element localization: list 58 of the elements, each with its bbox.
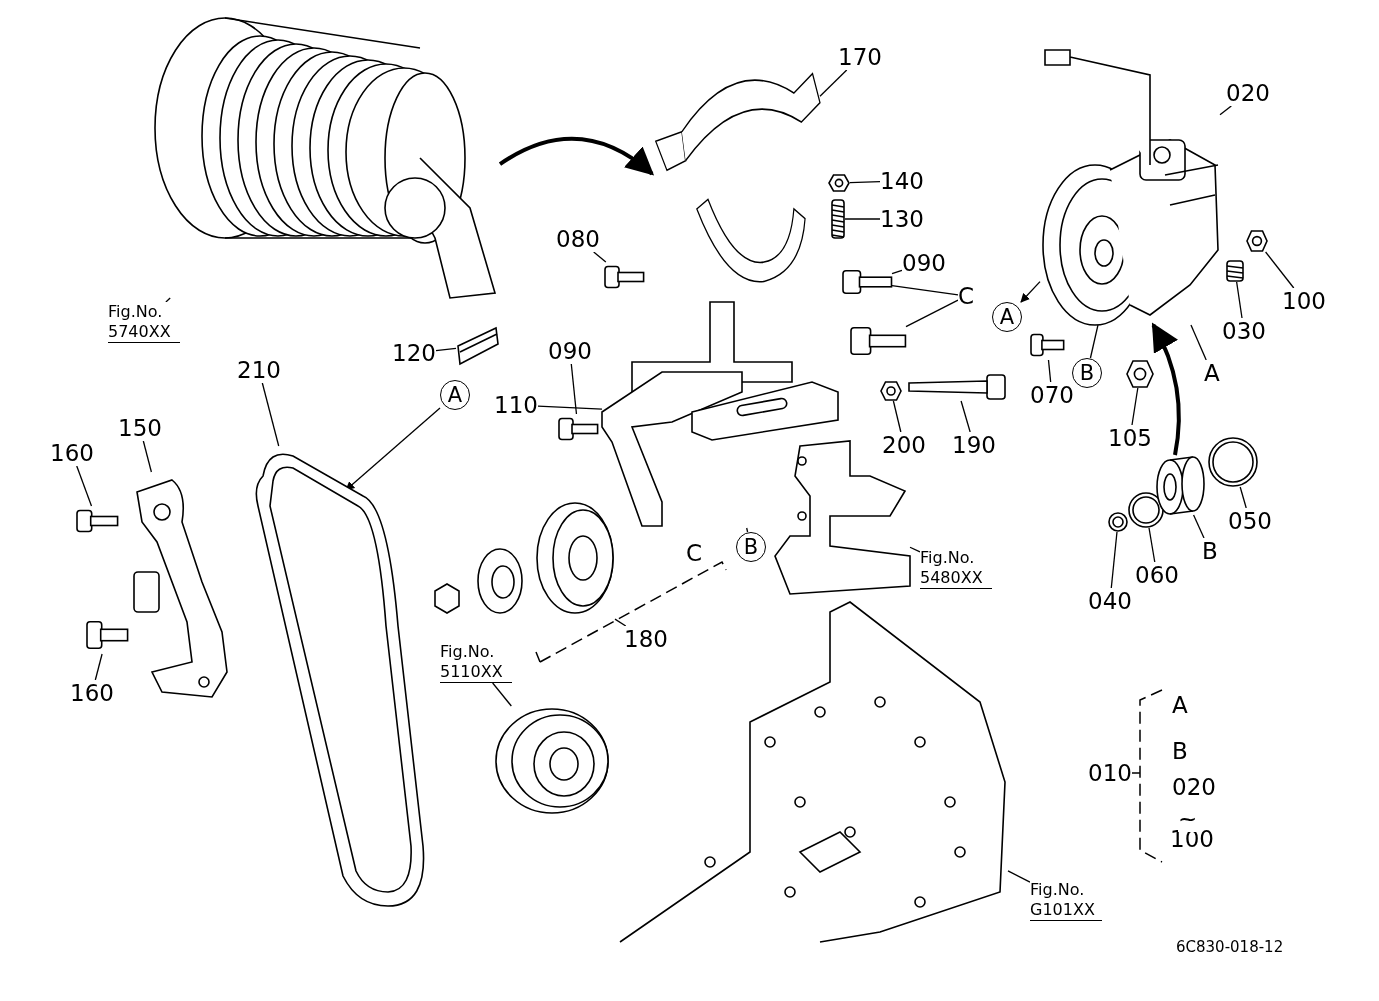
leader-line (435, 347, 457, 352)
leader-line (537, 405, 603, 410)
nut-drawing (880, 381, 902, 401)
arrow (1020, 280, 1041, 303)
leader-line (849, 181, 881, 184)
leader-line (614, 618, 627, 627)
figure-reference: Fig.No. G101XX (1030, 880, 1102, 921)
arrow (345, 407, 441, 491)
leader-line (492, 682, 512, 707)
leader-line (909, 546, 921, 553)
leader-line (746, 527, 749, 533)
leader-line (1089, 324, 1099, 359)
engine-plate-drawing (620, 602, 1008, 942)
leader-line (1148, 527, 1156, 563)
reference-circle: A (440, 380, 470, 410)
figure-reference: Fig.No. 5740XX (108, 302, 180, 343)
nut-drawing (1126, 360, 1154, 388)
leader-line (1219, 105, 1232, 116)
nut-drawing (1246, 230, 1268, 252)
ring-drawing (1208, 437, 1258, 487)
leader-line (905, 299, 959, 328)
ring-drawing (1128, 492, 1164, 528)
leader-line (1190, 324, 1207, 361)
leader-line (892, 400, 902, 433)
leader-line (1047, 359, 1052, 383)
leader-line (891, 269, 903, 275)
rubber-pad-drawing (456, 326, 500, 366)
bolt-drawing (907, 373, 1007, 401)
leader-line (165, 297, 171, 303)
leader-line (844, 218, 881, 220)
leader-line (891, 284, 959, 296)
leader-line (1110, 531, 1118, 589)
reference-circle: A (992, 302, 1022, 332)
leader-line (261, 382, 280, 447)
arrow (1151, 322, 1181, 456)
leader-line (819, 69, 848, 97)
figure-reference: Fig.No. 5110XX (440, 642, 512, 683)
reference-circle: B (736, 532, 766, 562)
leader-line (1236, 281, 1243, 319)
stud-bolt-drawing (831, 199, 845, 239)
leader-line (960, 400, 971, 433)
leader-line (142, 440, 153, 473)
stud-bolt-drawing (1226, 260, 1244, 282)
leader-line (76, 465, 93, 507)
leader-line (1131, 387, 1139, 426)
bearing-drawing (1155, 455, 1205, 515)
ring-drawing (1108, 512, 1128, 532)
leader-line (570, 363, 578, 415)
leader-line (1192, 514, 1205, 539)
figure-reference: Fig.No. 5480XX (920, 548, 992, 589)
leader-line (593, 251, 607, 263)
nut-drawing (828, 174, 850, 192)
arrow (498, 136, 655, 176)
leader-line (1264, 251, 1295, 289)
reference-circle: B (1072, 358, 1102, 388)
leader-line (94, 653, 103, 681)
leader-line (1007, 870, 1031, 883)
leader-line (1239, 486, 1247, 509)
